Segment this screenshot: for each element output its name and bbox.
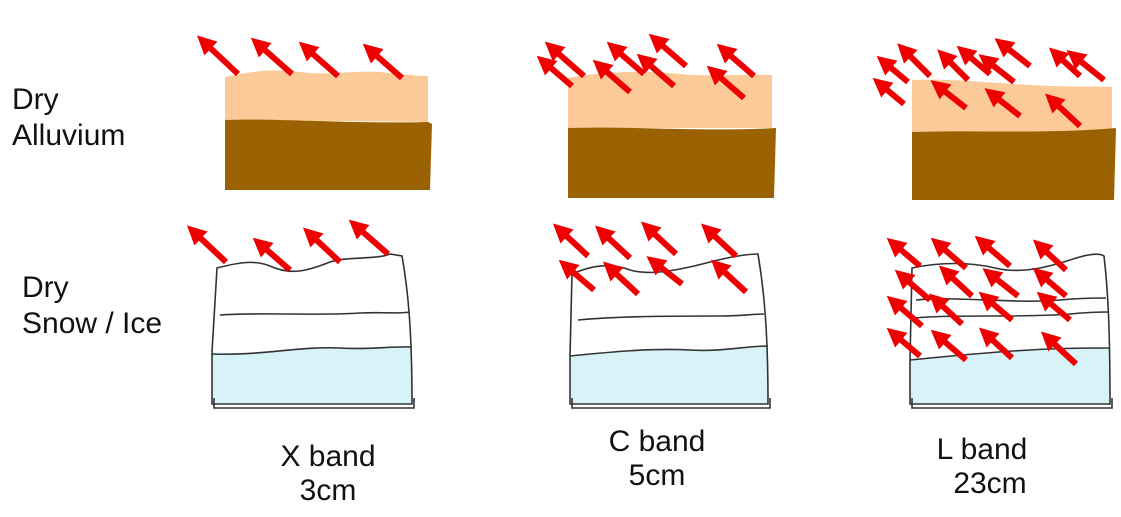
ice-surface-line xyxy=(569,345,769,357)
backscatter-arrow xyxy=(930,80,968,111)
backscatter-arrow xyxy=(250,37,294,77)
backscatter-arrow xyxy=(938,265,975,299)
backscatter-arrow xyxy=(886,237,922,269)
alluvium-l-band xyxy=(912,79,1116,200)
snow-c-band xyxy=(569,253,771,409)
backscatter-arrow xyxy=(186,225,229,265)
backscatter-arrow xyxy=(872,77,906,107)
alluvium-top-layer xyxy=(225,70,428,122)
backscatter-arrow xyxy=(894,269,932,303)
band-name: C band xyxy=(608,425,706,458)
backscatter-arrow xyxy=(544,41,586,79)
backscatter-arrow xyxy=(886,327,922,359)
backscatter-arrow xyxy=(348,219,390,257)
snow-outline xyxy=(909,253,1111,405)
backscatter-arrow xyxy=(978,327,1015,361)
backscatter-arrow xyxy=(710,259,749,295)
backscatter-arrow xyxy=(302,227,343,265)
backscatter-arrow xyxy=(706,65,746,101)
backscatter-arrow xyxy=(592,59,632,95)
row-label-dry-snow-ice: Dry Snow / Ice xyxy=(22,270,162,342)
alluvium-x-band xyxy=(225,70,432,190)
backscatter-arrow xyxy=(937,49,971,83)
snow-outline xyxy=(569,253,769,405)
backscatter-arrow xyxy=(974,235,1012,269)
backscatter-arrow xyxy=(982,268,1020,299)
backscatter-arrow xyxy=(1040,331,1079,367)
band-label-l: L band 23cm xyxy=(882,433,1082,501)
backscatter-arrow xyxy=(897,43,933,79)
backscatter-arrow xyxy=(994,38,1032,69)
arrows-snow-c xyxy=(552,221,749,297)
backscatter-arrow xyxy=(1036,291,1072,323)
arrows-snow-l xyxy=(886,235,1079,367)
backscatter-arrow xyxy=(602,261,641,297)
backscatter-arrow xyxy=(646,256,684,287)
container-base xyxy=(571,398,771,409)
row-label-line2: Alluvium xyxy=(12,119,126,152)
snow-layer-line xyxy=(577,313,765,321)
backscatter-arrow xyxy=(594,225,633,261)
band-wavelength: 3cm xyxy=(299,474,357,507)
band-wavelength: 23cm xyxy=(953,467,1027,500)
arrows-alluvium-l xyxy=(872,38,1106,129)
backscatter-arrow xyxy=(1044,93,1083,129)
alluvium-top-layer xyxy=(912,79,1112,132)
arrows-snow-x xyxy=(186,219,390,273)
backscatter-arrow xyxy=(978,291,1014,323)
arrows-alluvium-x xyxy=(197,35,404,81)
backscatter-arrow xyxy=(928,293,965,327)
ice-surface-line xyxy=(909,347,1111,361)
container-base xyxy=(911,398,1113,409)
backscatter-arrow xyxy=(536,55,574,89)
backscatter-arrow xyxy=(1032,267,1068,299)
backscatter-arrow xyxy=(298,41,340,79)
row-label-line1: Dry xyxy=(22,271,69,304)
backscatter-arrow xyxy=(886,295,924,329)
backscatter-arrow xyxy=(930,237,968,271)
backscatter-arrow xyxy=(1032,239,1069,273)
snow-layer-line xyxy=(915,297,1107,302)
arrows-alluvium-c xyxy=(536,33,756,101)
band-label-x: X band 3cm xyxy=(228,440,428,508)
row-label-dry-alluvium: Dry Alluvium xyxy=(12,82,125,154)
snow-outline xyxy=(211,253,413,405)
backscatter-arrow xyxy=(978,54,1016,85)
backscatter-arrow xyxy=(700,223,739,259)
ice-surface-line xyxy=(211,346,413,356)
band-wavelength: 5cm xyxy=(628,459,686,492)
ice-layer xyxy=(910,348,1110,404)
backscatter-arrow xyxy=(930,329,968,363)
ice-layer xyxy=(212,346,412,404)
row-label-line1: Dry xyxy=(12,83,59,116)
backscatter-arrow xyxy=(716,43,756,79)
backscatter-arrow xyxy=(197,35,241,77)
backscatter-arrow xyxy=(606,41,646,77)
backscatter-arrow xyxy=(558,259,596,293)
snow-x-band xyxy=(211,253,415,409)
band-name: L band xyxy=(936,433,1028,466)
band-name: X band xyxy=(280,440,376,473)
snow-layer-line xyxy=(219,311,411,316)
backscatter-arrow xyxy=(1066,50,1106,83)
backscatter-arrow xyxy=(362,43,404,81)
backscatter-arrow xyxy=(984,88,1022,119)
backscatter-arrow xyxy=(636,53,676,89)
alluvium-base-layer xyxy=(568,127,776,198)
backscatter-arrow xyxy=(876,55,910,85)
alluvium-c-band xyxy=(568,71,776,198)
ice-layer xyxy=(570,346,768,404)
row-label-line2: Snow / Ice xyxy=(22,307,163,340)
backscatter-arrow xyxy=(252,237,292,273)
backscatter-arrow xyxy=(648,33,688,69)
snow-l-band xyxy=(909,253,1113,409)
band-label-c: C band 5cm xyxy=(557,425,757,493)
backscatter-arrow xyxy=(552,223,591,259)
backscatter-arrow xyxy=(640,221,679,257)
container-base xyxy=(213,398,415,409)
alluvium-base-layer xyxy=(225,119,432,190)
alluvium-base-layer xyxy=(912,128,1116,200)
